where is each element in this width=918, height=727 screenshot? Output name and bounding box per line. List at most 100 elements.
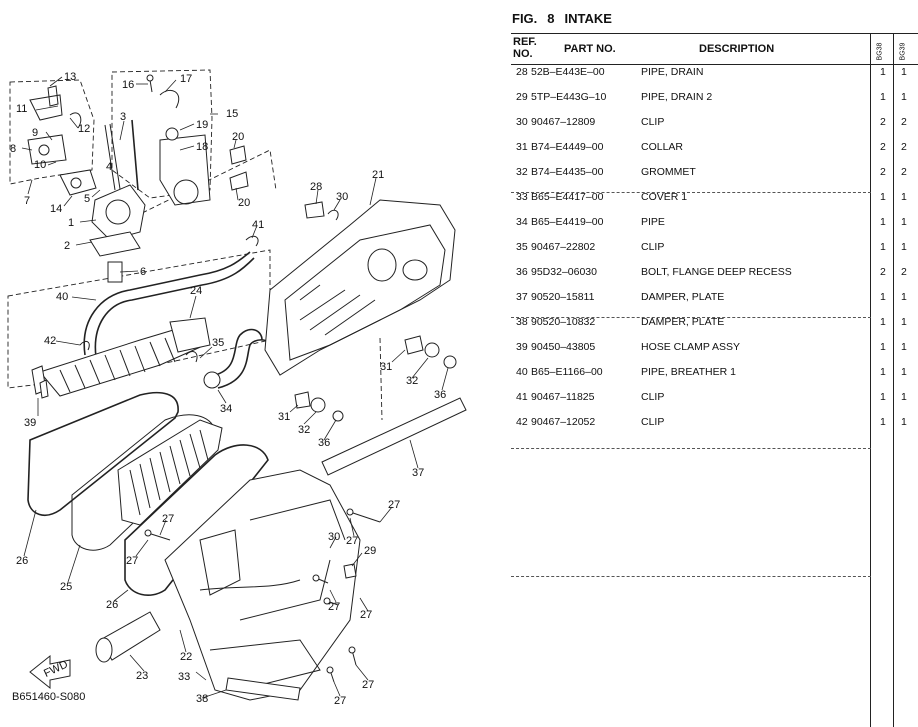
callout-22: 22 [180,651,192,663]
callout-21: 21 [372,169,384,181]
ref-cell: 40 [516,366,528,378]
group-separator-4 [511,576,871,577]
ref-cell: 36 [516,266,528,278]
ref-cell: 30 [516,116,528,128]
description-cell: COLLAR [641,141,684,153]
throttle-body [27,85,146,257]
part-no-cell: 90467–12809 [531,116,596,128]
breather-pipe [83,251,251,356]
ref-cell: 37 [516,291,528,303]
column-line-2 [893,63,894,727]
callout-36b: 36 [318,437,330,449]
part-no-cell: B65–E4419–00 [531,216,604,228]
ref-cell: 31 [516,141,528,153]
qty-bg38-cell: 1 [880,366,886,378]
callout-34: 34 [220,403,232,415]
description-cell: PIPE, DRAIN 2 [641,91,713,103]
part-no-cell: 95D32–06030 [531,266,597,278]
qty-bg39-cell: 1 [901,416,907,428]
part-no-cell: B74–E4449–00 [531,141,604,153]
ref-cell: 32 [516,166,528,178]
callout-26a: 26 [16,555,28,567]
callout-3: 3 [120,111,126,123]
callout-13: 13 [64,71,76,83]
ref-cell: 41 [516,391,528,403]
callout-37: 37 [412,467,424,479]
callout-19: 19 [196,119,208,131]
callout-18: 18 [196,141,208,153]
fig-name: INTAKE [564,11,612,26]
ref-cell: 29 [516,91,528,103]
description-cell: CLIP [641,416,665,428]
callout-20b: 20 [238,197,250,209]
ref-cell: 28 [516,66,528,78]
ref-cell: 38 [516,316,528,328]
qty-bg38-cell: 2 [880,266,886,278]
part-no-cell: 90520–15811 [531,291,595,303]
callout-27a: 27 [388,499,400,511]
callout-6: 6 [140,266,146,278]
qty-bg39-cell: 1 [901,91,907,103]
qty-bg38-cell: 1 [880,241,886,253]
qty-bg38-cell: 1 [880,91,886,103]
callout-2: 2 [64,240,70,252]
description-cell: CLIP [641,241,665,253]
callout-36a: 36 [434,389,446,401]
part-no-cell: 90467–11825 [531,391,595,403]
callout-4: 4 [106,161,112,173]
group-separator-2 [511,317,871,318]
group-separator-3 [511,448,871,449]
description-cell: BOLT, FLANGE DEEP RECESS [641,266,792,278]
qty-bg39-cell: 2 [901,141,907,153]
callout-32a: 32 [406,375,418,387]
pipe-34 [214,328,263,376]
description-cell: CLIP [641,391,665,403]
qty-bg38-cell: 2 [880,116,886,128]
seal-26 [124,444,269,596]
fig-number: 8 [547,11,555,26]
connection-line-2 [379,337,383,421]
qty-bg39-cell: 2 [901,166,907,178]
intake-funnel [95,611,161,663]
part-no-header: PART NO. [564,43,616,55]
part-no-cell: 90520–10832 [531,316,596,328]
part-no-cell: 90450–43805 [531,341,596,353]
sensor-assembly [146,74,249,206]
part-no-cell: 90467–12052 [531,416,596,428]
callout-27g: 27 [362,679,374,691]
callout-28: 28 [310,181,322,193]
column-line-1 [870,63,871,727]
callout-33: 33 [178,671,190,683]
air-filter [117,419,223,526]
intake-duct [31,317,211,397]
group-separator-1 [511,192,871,193]
description-cell: PIPE, DRAIN [641,66,704,78]
description-cell: COVER 1 [641,191,688,203]
callout-17: 17 [180,73,192,85]
callout-12: 12 [78,123,90,135]
callout-30b: 30 [328,531,340,543]
qty-bg38-cell: 2 [880,166,886,178]
air-cleaner-case [264,199,456,376]
callout-27d: 27 [126,555,138,567]
callout-5: 5 [84,193,90,205]
qty-bg39-cell: 1 [901,191,907,203]
qty-bg38-cell: 2 [880,141,886,153]
callout-27b: 27 [346,535,358,547]
leader-lines [21,76,449,699]
description-cell: PIPE [641,216,665,228]
part-no-cell: 5TP–E443G–10 [531,91,607,103]
qty-bg38-cell: 1 [880,291,886,303]
qty-bg38-cell: 1 [880,191,886,203]
callout-7: 7 [24,195,30,207]
callout-14: 14 [50,203,62,215]
